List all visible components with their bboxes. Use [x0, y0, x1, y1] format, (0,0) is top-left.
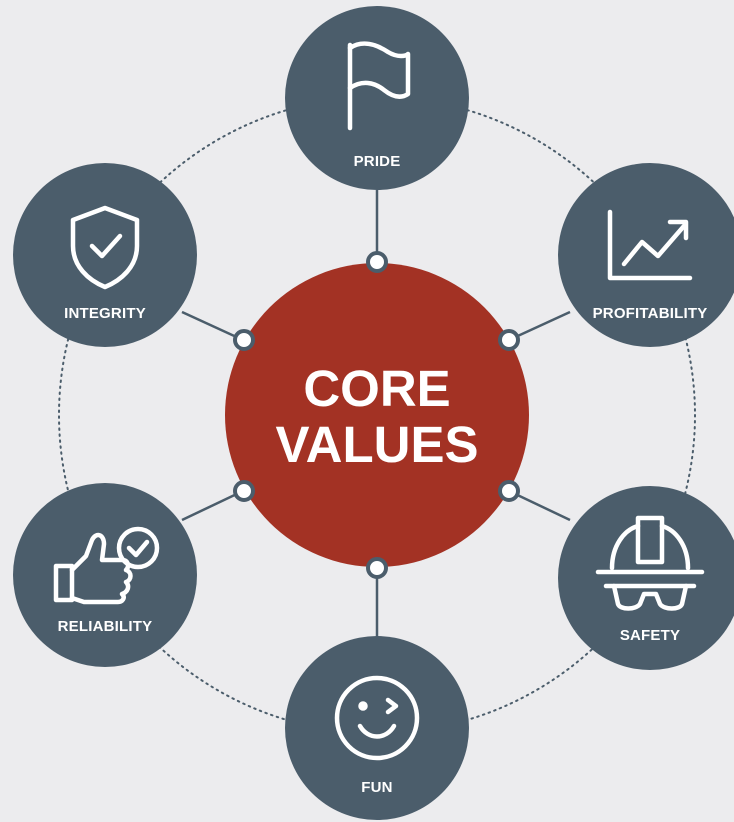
node-reliability-circle [13, 483, 197, 667]
center-title-line1: CORE [303, 360, 450, 417]
flag-icon [347, 41, 411, 131]
connector-dots [233, 251, 520, 579]
shield-check-icon [70, 205, 140, 290]
node-integrity-label: INTEGRITY [64, 305, 146, 322]
node-safety-circle [558, 486, 734, 670]
node-safety-label: SAFETY [620, 627, 680, 644]
winking-face-icon [334, 675, 420, 761]
dot-fun [366, 557, 388, 579]
center-hub: CORE VALUES [225, 263, 529, 567]
node-fun: FUN [285, 636, 469, 820]
growth-chart-icon [607, 209, 693, 281]
connector-safety [508, 489, 571, 522]
node-reliability-label: RELIABILITY [58, 618, 153, 635]
connector-integrity [181, 310, 244, 342]
center-circle [225, 263, 529, 567]
node-profitability: PROFITABILITY [558, 163, 734, 347]
dot-reliability [233, 480, 255, 502]
dot-pride [366, 251, 388, 273]
node-fun-label: FUN [361, 779, 392, 796]
dot-profitability [498, 329, 520, 351]
thumbs-up-check-icon [53, 526, 160, 605]
center-title-line2: VALUES [275, 416, 478, 473]
connector-reliability [181, 489, 244, 522]
connectors [181, 190, 571, 640]
node-reliability: RELIABILITY [13, 483, 197, 667]
node-profitability-circle [558, 163, 734, 347]
node-pride: PRIDE [285, 6, 469, 190]
hard-hat-goggles-icon [595, 515, 705, 611]
connector-profitability [508, 310, 571, 342]
dot-integrity [233, 329, 255, 351]
node-profitability-label: PROFITABILITY [593, 305, 708, 322]
node-pride-label: PRIDE [354, 153, 401, 170]
node-integrity: INTEGRITY [13, 163, 197, 347]
node-pride-circle [285, 6, 469, 190]
node-fun-circle [285, 636, 469, 820]
node-safety: SAFETY [558, 486, 734, 670]
dot-safety [498, 480, 520, 502]
